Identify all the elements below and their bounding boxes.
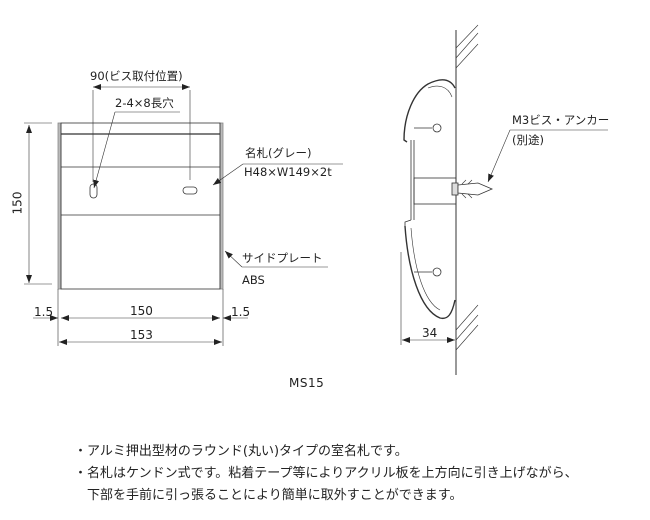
horizontal-slot xyxy=(182,186,198,195)
vertical-slot xyxy=(89,183,98,199)
side-plate-label: サイドプレート xyxy=(242,251,323,265)
bottom-cover-profile xyxy=(404,225,456,320)
note-3: 下部を手前に引っ張ることにより簡単に取外すことができます。 xyxy=(74,488,463,503)
sign-body xyxy=(60,122,221,290)
width-inner-dim: 150 xyxy=(130,304,153,318)
screw-pitch-label: 90(ビス取付位置) xyxy=(90,69,183,83)
side-margin-left: 1.5 xyxy=(34,305,54,319)
screw-anchor xyxy=(451,179,494,199)
side-margin-right: 1.5 xyxy=(231,305,251,319)
side-plate-material: ABS xyxy=(242,273,265,287)
nameplate-label: 名札(グレー) xyxy=(245,146,312,160)
left-side-plate xyxy=(57,122,62,290)
top-cover-profile xyxy=(403,79,456,143)
model-name: MS15 xyxy=(289,376,325,390)
height-dim: 150 xyxy=(10,191,25,215)
nameplate-size: H48×W149×2t xyxy=(244,165,332,179)
slot-label: 2-4×8長穴 xyxy=(115,96,174,110)
note-1: ・アルミ押出型材のラウンド(丸い)タイプの室名札です。 xyxy=(74,444,408,459)
right-side-plate xyxy=(219,122,224,290)
width-total-dim: 153 xyxy=(130,328,153,342)
anchor-label: M3ビス・アンカー xyxy=(512,113,610,127)
note-2: ・名札はケンドン式です。粘着テープ等によりアクリル板を上方向に引き上げながら、 xyxy=(74,466,578,481)
side-view xyxy=(400,24,608,375)
front-view xyxy=(24,84,343,346)
anchor-note: (別途) xyxy=(512,133,544,147)
depth-dim: 34 xyxy=(422,326,438,340)
